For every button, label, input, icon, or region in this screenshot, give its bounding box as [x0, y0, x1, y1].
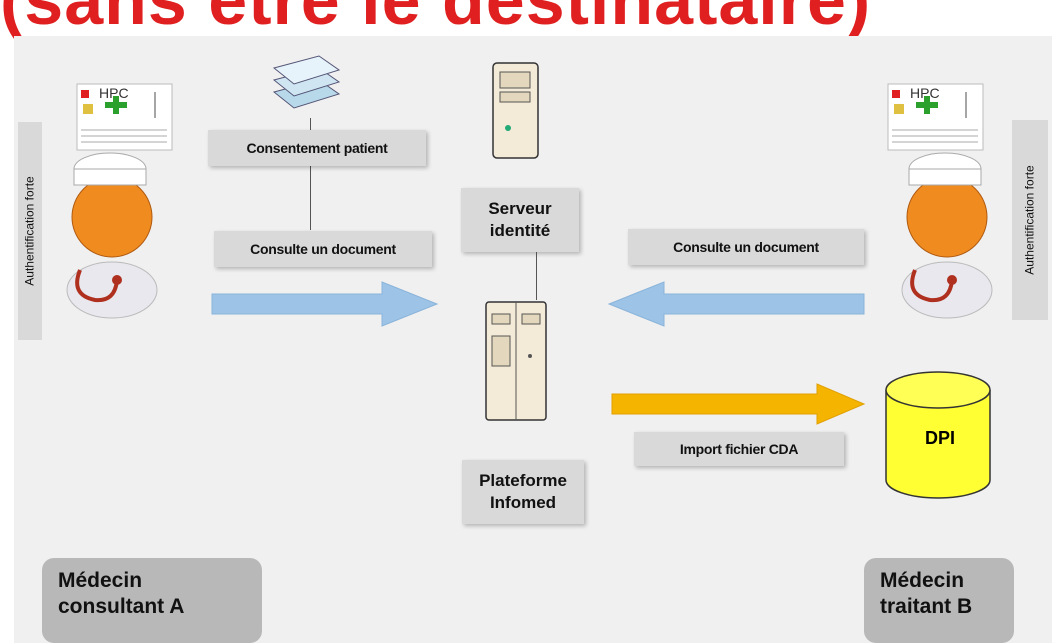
hpc-card-right-icon: HPC	[887, 83, 984, 151]
consulte-right-label: Consulte un document	[628, 229, 864, 265]
plateforme-line2: Infomed	[489, 493, 557, 512]
plateforme-server-icon	[485, 301, 547, 421]
hpc-card-left-icon: HPC	[76, 83, 173, 151]
medecin-b-line2: traitant B	[880, 595, 973, 618]
plateforme-line1: Plateforme	[479, 471, 567, 490]
auth-right-text: Authentification forte	[1023, 165, 1037, 275]
connector-consentement	[310, 118, 311, 230]
consulte-left-label: Consulte un document	[214, 231, 432, 267]
page-title: (sans être le destinataire)	[0, 0, 872, 39]
doctor-right-icon	[901, 152, 993, 319]
hpc-left-label: HPC	[99, 85, 129, 101]
dpi-database-icon	[885, 371, 991, 499]
consentement-label: Consentement patient	[208, 130, 426, 166]
dpi-label: DPI	[924, 428, 955, 448]
import-cda-label: Import fichier CDA	[634, 432, 844, 466]
arrow-right-orange	[611, 383, 866, 425]
auth-left-text: Authentification forte	[23, 176, 37, 286]
hpc-right-label: HPC	[910, 85, 940, 101]
serveur-identite-label: Serveur identité	[461, 188, 579, 252]
server-identity-icon	[492, 62, 539, 159]
plateforme-infomed-label: Plateforme Infomed	[462, 460, 584, 524]
doctor-left-icon	[66, 152, 158, 319]
serveur-line2: identité	[489, 221, 551, 240]
auth-right-label: Authentification forte	[1012, 120, 1048, 320]
medecin-a-line2: consultant A	[58, 595, 185, 618]
medecin-traitant-b-box: Médecin traitant B	[864, 558, 1014, 643]
arrow-left-blue	[607, 281, 865, 327]
medecin-a-line1: Médecin	[58, 569, 143, 592]
documents-icon	[272, 55, 341, 109]
arrow-right-blue	[211, 281, 439, 327]
medecin-b-line1: Médecin	[880, 569, 965, 592]
medecin-consultant-a-box: Médecin consultant A	[42, 558, 262, 643]
auth-left-label: Authentification forte	[18, 122, 42, 340]
serveur-line1: Serveur	[488, 199, 552, 218]
connector-serveur-plateforme	[536, 252, 537, 300]
